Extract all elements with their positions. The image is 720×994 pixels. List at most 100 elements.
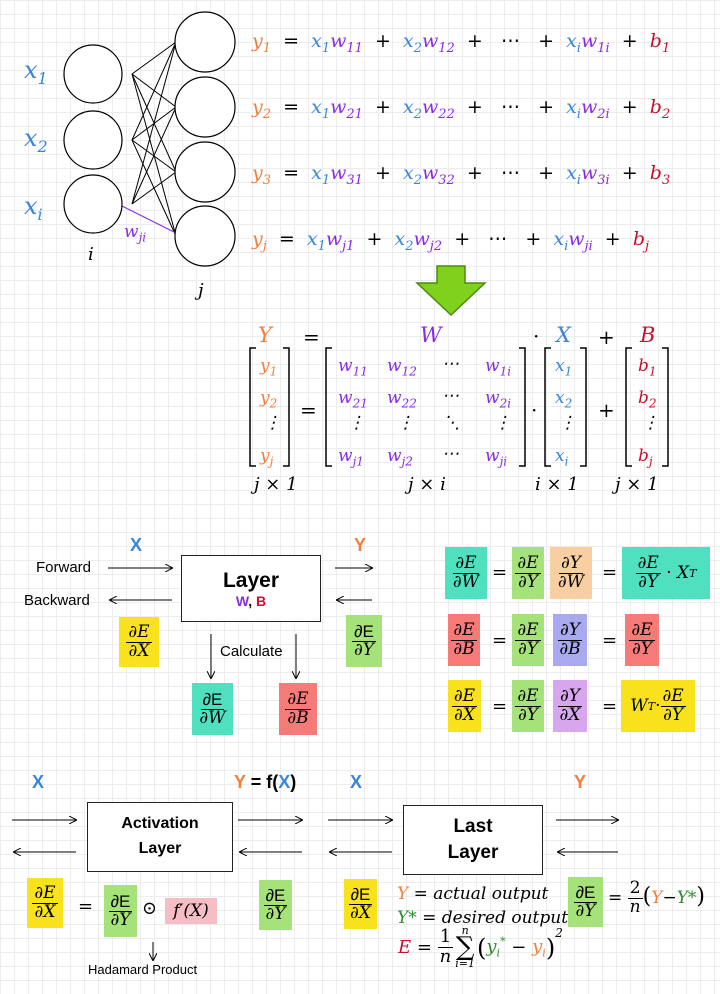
- input-node-1: [63, 44, 123, 104]
- dE-dX-box: ∂E∂X: [119, 617, 159, 667]
- w-vdots-1: ⋮: [348, 413, 365, 433]
- last-y-label: Y: [574, 772, 587, 792]
- equation-row-j: yj = x1wj1 + x2wj2 + ⋯ + xiwji + bj: [252, 228, 650, 254]
- f-prime-box: f′(X): [165, 898, 217, 924]
- dE-dY-box: ∂E∂Y: [346, 615, 382, 667]
- dim-w: j × i: [408, 474, 446, 495]
- output-node-j: [174, 205, 236, 267]
- w-vdots-3: ⋮: [494, 413, 511, 433]
- grad-x-eq1: =: [492, 696, 508, 717]
- actual-output-text: Y = actual output: [397, 884, 549, 904]
- w-1i: w1i: [485, 356, 512, 379]
- input-label-2: x2: [24, 124, 48, 156]
- last-line-2: Layer: [447, 842, 499, 863]
- grad-x-lhs: ∂E∂X: [448, 680, 481, 732]
- layer-params: W, B: [235, 592, 267, 609]
- grad-b-dEdY: ∂E∂Y: [512, 614, 544, 666]
- output-node-1: [174, 11, 236, 73]
- matrix-B-label: B: [640, 323, 656, 347]
- grad-w-dEdY: ∂E∂Y: [512, 547, 544, 599]
- act-right-dE-dY-box: ∂E∂Y: [259, 880, 292, 930]
- equation-row-1: y1 = x1w11 + x2w12 + ⋯ + xiw1i + b1: [252, 30, 671, 56]
- dim-x: i × 1: [535, 474, 579, 495]
- layer-j-label: j: [198, 280, 204, 301]
- grad-w-lhs: ∂E∂W: [445, 547, 487, 599]
- output-node-3: [174, 141, 236, 203]
- weight-edge: [117, 203, 179, 235]
- act-x-label: X: [32, 772, 45, 792]
- x-vec-1: x1: [555, 356, 573, 379]
- b-vec-j: bj: [638, 446, 653, 469]
- desired-output-text: Y* = desired output: [397, 908, 569, 928]
- x-vec-i: xi: [555, 446, 569, 469]
- network-diagram: [63, 11, 236, 267]
- equation-row-2: y2 = x1w21 + x2w22 + ⋯ + xiw2i + b2: [252, 96, 671, 122]
- output-node-2: [174, 76, 236, 138]
- hadamard-label: Hadamard Product: [88, 962, 198, 977]
- w-hdots-1: ⋯: [442, 354, 459, 374]
- last-layer-box: Last Layer: [403, 805, 543, 875]
- y-vec-j: yj: [260, 446, 274, 469]
- w-21: w21: [338, 388, 368, 411]
- act-dE-dY-box: ∂E∂Y: [104, 885, 137, 937]
- last-dE-dX-box: ∂E∂X: [344, 879, 377, 929]
- input-label-1: x1: [24, 56, 48, 88]
- matrix-equals-mid: =: [300, 398, 317, 422]
- w-ddots: ⋱: [443, 413, 460, 433]
- x-vec-dots: ⋮: [559, 413, 576, 433]
- grad-x-dEdY: ∂E∂Y: [512, 680, 544, 732]
- b-vec-1: b1: [638, 356, 657, 379]
- w-j1: wj1: [338, 446, 364, 469]
- matrix-plus-mid: +: [598, 398, 615, 422]
- w-hdots-j: ⋯: [442, 444, 459, 464]
- matrix-dot-top: ·: [533, 324, 540, 348]
- y-vec-1: y1: [260, 356, 278, 379]
- last-dE-dY-box: ∂E∂Y: [568, 877, 603, 927]
- grad-x-eq2: =: [602, 696, 618, 717]
- b-vec-dots: ⋮: [642, 413, 659, 433]
- grad-x-dYdX: ∂Y∂X: [553, 680, 587, 732]
- w-vdots-2: ⋮: [397, 413, 414, 433]
- last-line-1: Last: [453, 816, 493, 838]
- grad-b-dYdB: ∂Y∂B: [553, 614, 587, 666]
- dim-b: j × 1: [615, 474, 659, 495]
- w-ji: wji: [485, 446, 508, 469]
- act-dE-dX-box: ∂E∂X: [27, 878, 63, 928]
- backward-label: Backward: [24, 592, 90, 609]
- input-node-2: [63, 110, 123, 170]
- y-vec-dots: ⋮: [264, 413, 281, 433]
- dim-y: j × 1: [254, 474, 298, 495]
- act-equals: =: [78, 896, 94, 917]
- dE-dB-box: ∂E∂B: [279, 683, 317, 735]
- bottom-arrows: [12, 800, 720, 980]
- yfx-label: Y = f(X): [234, 772, 297, 792]
- w-hdots-2: ⋯: [442, 386, 459, 406]
- forward-label: Forward: [36, 559, 92, 576]
- input-node-i: [63, 174, 123, 234]
- activation-layer-box: Activation Layer: [87, 802, 233, 872]
- down-arrow-icon: [415, 265, 487, 317]
- last-x-label: X: [350, 772, 363, 792]
- activation-line-1: Activation: [121, 815, 199, 833]
- layer-x-label: X: [130, 535, 143, 555]
- b-vec-2: b2: [638, 388, 657, 411]
- matrix-dot-mid: ·: [531, 398, 538, 422]
- grad-w-dYdW: ∂Y∂W: [550, 547, 592, 599]
- layer-box: Layer W, B: [181, 555, 321, 622]
- dE-dW-box: ∂E∂W: [192, 683, 233, 735]
- activation-line-2: Layer: [138, 840, 182, 857]
- matrix-equals-top: =: [303, 325, 320, 349]
- layer-title: Layer: [222, 568, 280, 592]
- calculate-label: Calculate: [220, 643, 283, 660]
- layer-i-label: i: [88, 244, 94, 265]
- matrix-W-label: W: [420, 323, 442, 347]
- y-vec-2: y2: [260, 388, 278, 411]
- grad-b-eq1: =: [492, 630, 508, 651]
- w-22: w22: [387, 388, 417, 411]
- weight-label: wji: [124, 222, 147, 245]
- w-12: w12: [387, 356, 417, 379]
- w-11: w11: [338, 356, 368, 379]
